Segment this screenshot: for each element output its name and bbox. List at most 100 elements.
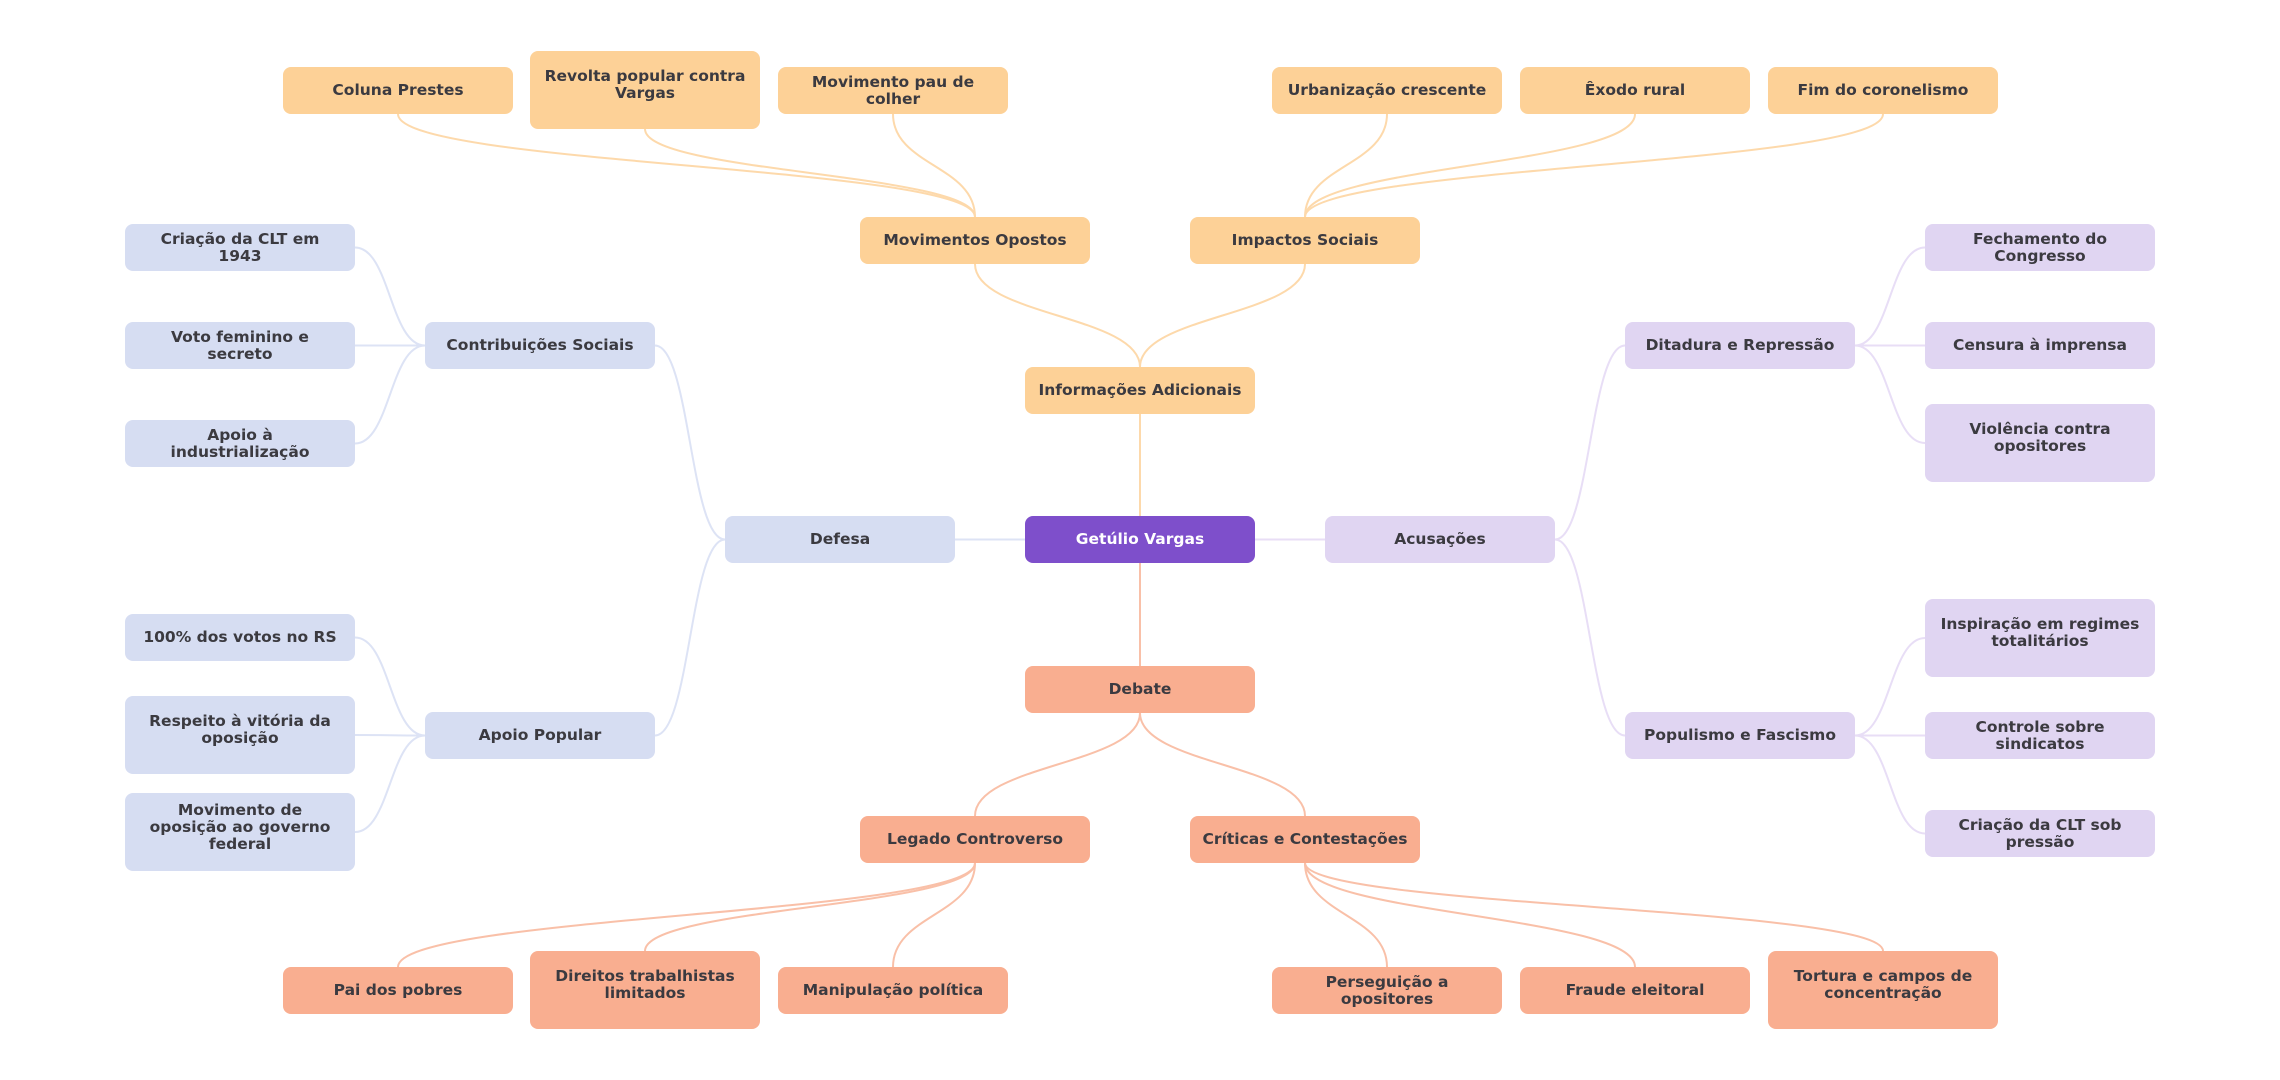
node-label: Revolta popular contra Vargas	[544, 67, 746, 102]
node-label: Apoio Popular	[478, 726, 602, 744]
node-label: Populismo e Fascismo	[1644, 726, 1836, 744]
edge-criticas-tortura	[1304, 862, 1884, 952]
node-impactos-sociais[interactable]: Impactos Sociais	[1190, 217, 1420, 264]
node-label: Inspiração em regimes totalitários	[1940, 615, 2140, 650]
edge-criticas-fraude	[1304, 862, 1636, 968]
edge-criticas-perseguicao	[1304, 862, 1388, 968]
edge-movimentos-revolta	[644, 128, 976, 218]
node-label: Controle sobre sindicatos	[1975, 717, 2105, 753]
node-exodo-rural[interactable]: Êxodo rural	[1520, 67, 1750, 114]
node-violencia-contra-opositores[interactable]: Violência contra opositores	[1925, 404, 2155, 482]
edge-contribuicoes-industrializacao	[354, 344, 426, 445]
node-respeito-vitoria-oposicao[interactable]: Respeito à vitória da oposição	[125, 696, 355, 774]
edge-info-movimentos	[974, 263, 1141, 368]
edge-debate-criticas	[1139, 712, 1306, 817]
node-label: Getúlio Vargas	[1075, 530, 1205, 548]
edge-apoio-votosrs	[354, 636, 426, 737]
node-label: Apoio à industrialização	[170, 425, 310, 461]
node-label: Ditadura e Repressão	[1645, 336, 1835, 354]
node-ditadura-e-repressao[interactable]: Ditadura e Repressão	[1625, 322, 1855, 369]
node-label: Críticas e Contestações	[1202, 830, 1408, 848]
edge-legado-pai	[397, 862, 976, 968]
node-fim-do-coronelismo[interactable]: Fim do coronelismo	[1768, 67, 1998, 114]
node-apoio-popular[interactable]: Apoio Popular	[425, 712, 655, 759]
edge-defesa-contribuicoes	[654, 344, 726, 541]
node-pai-dos-pobres[interactable]: Pai dos pobres	[283, 967, 513, 1014]
node-label: Perseguição a opositores	[1325, 972, 1449, 1008]
root-node-getulio-vargas[interactable]: Getúlio Vargas	[1025, 516, 1255, 563]
node-label: Êxodo rural	[1584, 81, 1686, 99]
edge-movimentos-coluna	[397, 113, 976, 218]
node-manipulacao-politica[interactable]: Manipulação política	[778, 967, 1008, 1014]
node-label: Criação da CLT sob pressão	[1958, 815, 2122, 851]
node-debate[interactable]: Debate	[1025, 666, 1255, 713]
node-movimento-oposicao-governo[interactable]: Movimento de oposição ao governo federal	[125, 793, 355, 871]
edge-defesa-apoio	[654, 538, 726, 737]
node-label: Urbanização crescente	[1287, 81, 1487, 99]
node-label: Respeito à vitória da oposição	[149, 712, 331, 747]
node-tortura-e-campos[interactable]: Tortura e campos de concentração	[1768, 951, 1998, 1029]
node-label: Debate	[1108, 680, 1172, 698]
node-controle-sindicatos[interactable]: Controle sobre sindicatos	[1925, 712, 2155, 759]
node-informacoes-adicionais[interactable]: Informações Adicionais	[1025, 367, 1255, 414]
node-label: Defesa	[809, 530, 871, 548]
node-label: Fim do coronelismo	[1797, 81, 1969, 99]
node-legado-controverso[interactable]: Legado Controverso	[860, 816, 1090, 863]
edge-ditadura-violencia	[1854, 344, 1926, 444]
node-movimentos-opostos[interactable]: Movimentos Opostos	[860, 217, 1090, 264]
node-coluna-prestes[interactable]: Coluna Prestes	[283, 67, 513, 114]
node-criacao-clt-sob-pressao[interactable]: Criação da CLT sob pressão	[1925, 810, 2155, 857]
node-defesa[interactable]: Defesa	[725, 516, 955, 563]
node-urbanizacao-crescente[interactable]: Urbanização crescente	[1272, 67, 1502, 114]
node-voto-feminino[interactable]: Voto feminino e secreto	[125, 322, 355, 369]
edge-ditadura-fechamento	[1854, 246, 1926, 347]
edge-legado-manipulacao	[892, 862, 976, 968]
node-label: Tortura e campos de concentração	[1793, 967, 1973, 1002]
node-label: Movimento pau de colher	[811, 72, 975, 108]
edge-debate-legado	[974, 712, 1141, 817]
edge-movimentos-pau	[892, 113, 976, 218]
node-label: Fraude eleitoral	[1565, 981, 1705, 999]
node-label: Contribuições Sociais	[446, 336, 634, 354]
node-populismo-e-fascismo[interactable]: Populismo e Fascismo	[1625, 712, 1855, 759]
node-contribuicoes-sociais[interactable]: Contribuições Sociais	[425, 322, 655, 369]
node-apoio-industrializacao[interactable]: Apoio à industrialização	[125, 420, 355, 467]
edge-apoio-movoposicao	[354, 734, 426, 833]
edge-impactos-coronelismo	[1304, 113, 1884, 218]
edge-populismo-cltpressao	[1854, 734, 1926, 835]
node-acusacoes[interactable]: Acusações	[1325, 516, 1555, 563]
node-label: Impactos Sociais	[1231, 231, 1379, 249]
node-100-votos-rs[interactable]: 100% dos votos no RS	[125, 614, 355, 661]
node-direitos-trabalhistas[interactable]: Direitos trabalhistas limitados	[530, 951, 760, 1029]
node-label: Violência contra opositores	[1969, 420, 2111, 455]
node-label: Voto feminino e secreto	[171, 327, 309, 363]
node-label: Pai dos pobres	[333, 981, 463, 999]
node-label: Criação da CLT em 1943	[160, 229, 320, 265]
edge-acusacoes-populismo	[1554, 538, 1626, 737]
node-label: Fechamento do Congresso	[1972, 229, 2108, 265]
edge-apoio-respeito	[354, 734, 426, 737]
node-label: Movimento de oposição ao governo federal	[149, 800, 331, 853]
node-label: Censura à imprensa	[1953, 336, 2127, 354]
node-label: Manipulação política	[802, 981, 984, 999]
node-inspiracao-regimes-totalitarios[interactable]: Inspiração em regimes totalitários	[1925, 599, 2155, 677]
node-label: Coluna Prestes	[332, 81, 464, 99]
node-fraude-eleitoral[interactable]: Fraude eleitoral	[1520, 967, 1750, 1014]
edge-legado-direitos	[644, 862, 976, 952]
node-fechamento-do-congresso[interactable]: Fechamento do Congresso	[1925, 224, 2155, 271]
node-censura-a-imprensa[interactable]: Censura à imprensa	[1925, 322, 2155, 369]
node-criacao-da-clt-1943[interactable]: Criação da CLT em 1943	[125, 224, 355, 271]
edge-impactos-urbanizacao	[1304, 113, 1388, 218]
edge-acusacoes-ditadura	[1554, 344, 1626, 541]
node-label: Informações Adicionais	[1038, 381, 1242, 399]
node-perseguicao-a-opositores[interactable]: Perseguição a opositores	[1272, 967, 1502, 1014]
node-revolta-popular[interactable]: Revolta popular contra Vargas	[530, 51, 760, 129]
edge-populismo-inspiracao	[1854, 637, 1926, 737]
node-label: Acusações	[1394, 530, 1486, 548]
node-movimento-pau-de-colher[interactable]: Movimento pau de colher	[778, 67, 1008, 114]
node-criticas-e-contestacoes[interactable]: Críticas e Contestações	[1190, 816, 1420, 863]
edge-contribuicoes-clt1943	[354, 246, 426, 347]
edge-impactos-exodo	[1304, 113, 1636, 218]
